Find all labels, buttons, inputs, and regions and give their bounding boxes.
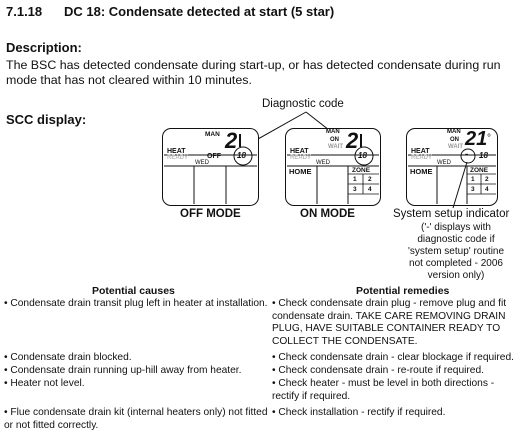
lcd1-heat: HEAT bbox=[167, 148, 186, 155]
lcd2-wait: WAIT bbox=[328, 144, 343, 150]
system-setup-note: ('-' displays with diagnostic code if 's… bbox=[407, 222, 505, 281]
lcd3-degree: ° bbox=[487, 133, 491, 144]
lcd1-man: MAN bbox=[205, 131, 220, 138]
remedy-row-1: • Check condensate drain plug - remove p… bbox=[272, 298, 507, 347]
lcd3-heat: HEAT bbox=[411, 148, 430, 155]
lcd1-day: WED bbox=[195, 160, 209, 166]
lcd1-code: 18 bbox=[237, 151, 246, 160]
off-mode-label: OFF MODE bbox=[180, 208, 241, 220]
lcd1-temp: 2 bbox=[225, 128, 238, 153]
lcd2-temp: 2 bbox=[346, 128, 359, 153]
lcd2-zone-1: 1 bbox=[353, 176, 357, 183]
lcd2-code: 18 bbox=[358, 151, 367, 160]
potential-causes-heading: Potential causes bbox=[92, 285, 175, 297]
lcd3-zone-4: 4 bbox=[485, 186, 489, 193]
on-mode-label: ON MODE bbox=[300, 208, 355, 220]
lcd2-heat: HEAT bbox=[290, 148, 309, 155]
remedy-row-3: • Check condensate drain - re-route if r… bbox=[272, 365, 484, 376]
lcd3-home: HOME bbox=[410, 167, 433, 176]
remedy-row-2: • Check condensate drain - clear blockag… bbox=[272, 352, 514, 363]
description-heading: Description: bbox=[6, 40, 82, 55]
lcd2-home: HOME bbox=[289, 167, 312, 176]
section-number: 7.1.18 bbox=[6, 4, 43, 19]
lcd3-zone-1: 1 bbox=[471, 176, 475, 183]
cause-row-3: • Condensate drain running up-hill away … bbox=[4, 365, 242, 376]
scc-display-heading: SCC display: bbox=[6, 112, 87, 127]
lcd-on-mode: MAN ON WAIT 2 HEAT READY WED 18 HOME ZON… bbox=[285, 128, 381, 206]
lcd2-temp-bar bbox=[360, 134, 362, 147]
lcd1-off: OFF bbox=[207, 153, 221, 160]
lcd2-zone-4: 4 bbox=[368, 186, 372, 193]
diagnostic-code-label: Diagnostic code bbox=[262, 98, 344, 110]
cause-row-5: • Flue condensate drain kit (internal he… bbox=[4, 407, 268, 431]
cause-row-4: • Heater not level. bbox=[4, 378, 85, 389]
lcd3-zone-3: 3 bbox=[471, 186, 475, 193]
lcd3-day: WED bbox=[437, 160, 451, 166]
lcd-system-setup: MAN ON WAIT 21 ° HEAT READY WED - 18 HOM… bbox=[406, 128, 498, 206]
description-text: The BSC has detected condensate during s… bbox=[6, 58, 501, 87]
system-setup-pointer bbox=[452, 161, 468, 209]
system-setup-title: System setup indicator bbox=[393, 208, 510, 220]
potential-remedies-heading: Potential remedies bbox=[356, 285, 450, 297]
lcd2-ready: READY bbox=[290, 155, 312, 161]
remedy-row-4: • Check heater - must be level in both d… bbox=[272, 378, 495, 402]
lcd2-day: WED bbox=[316, 160, 330, 166]
lcd3-man: MAN bbox=[447, 129, 461, 135]
lcd3-zone-2: 2 bbox=[485, 176, 489, 183]
lcd1-temp-bar bbox=[239, 134, 241, 147]
cause-row-1: • Condensate drain transit plug left in … bbox=[4, 298, 268, 309]
section-title: DC 18: Condensate detected at start (5 s… bbox=[64, 4, 335, 19]
lcd3-code: 18 bbox=[479, 151, 488, 160]
lcd1-ready: READY bbox=[167, 155, 189, 161]
lcd3-on: ON bbox=[450, 137, 459, 143]
cause-row-2: • Condensate drain blocked. bbox=[4, 352, 132, 363]
lcd2-man: MAN bbox=[326, 129, 340, 135]
lcd2-on: ON bbox=[330, 137, 339, 143]
lcd2-zone-2: 2 bbox=[368, 176, 372, 183]
lcd3-temp: 21 bbox=[465, 128, 488, 150]
lcd3-ready: READY bbox=[411, 155, 433, 161]
lcd2-zone: ZONE bbox=[352, 167, 371, 174]
lcd3-wait: WAIT bbox=[448, 144, 463, 150]
remedy-row-5: • Check installation - rectify if requir… bbox=[272, 407, 446, 418]
lcd2-zone-3: 3 bbox=[353, 186, 357, 193]
lcd3-zone: ZONE bbox=[470, 167, 489, 174]
section-heading: 7.1.18 DC 18: Condensate detected at star… bbox=[6, 4, 334, 19]
lcd3-dash: - bbox=[465, 149, 469, 160]
lcd-off-mode: MAN 2 HEAT READY OFF WED 18 bbox=[162, 128, 259, 206]
